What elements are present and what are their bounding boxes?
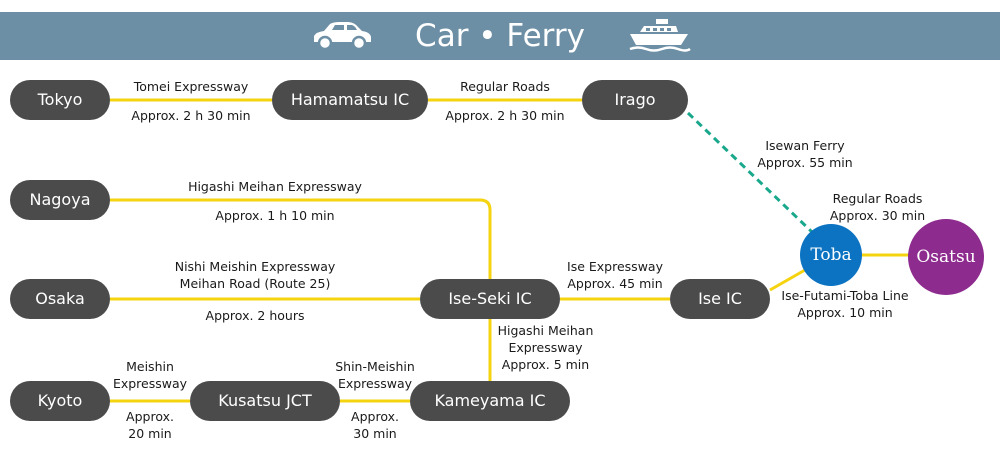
label-kameyama-iseseki: Higashi Meihan Expressway Approx. 5 min (497, 323, 594, 372)
node-osatsu: Osatsu (908, 219, 984, 295)
label-ise-futami-toba: Ise-Futami-Toba Line Approx. 10 min (781, 288, 909, 320)
label-shin-meishin-time: Approx. 30 min (351, 409, 399, 441)
label-ise-expressway: Ise Expressway Approx. 45 min (567, 259, 663, 291)
label-higashi-meihan-time: Approx. 1 h 10 min (215, 208, 335, 223)
ship-icon (629, 19, 691, 52)
label-meishin-time: Approx. 20 min (126, 409, 174, 441)
car-icon (314, 22, 371, 51)
header-banner: Car • Ferry (0, 12, 1000, 60)
label-tomei-road: Tomei Expressway (133, 79, 249, 94)
label-meishin-road: Meishin Expressway (112, 359, 188, 391)
node-hamamatsu-ic: Hamamatsu IC (272, 80, 428, 120)
node-kyoto: Kyoto (10, 381, 110, 421)
label-osaka-road: Nishi Meishin Expressway Meihan Road (Ro… (174, 259, 336, 291)
node-kameyama-ic: Kameyama IC (410, 381, 570, 421)
node-toba: Toba (800, 224, 862, 286)
line-nagoya-iseseki (110, 198, 492, 282)
label-shin-meishin-road: Shin-Meishin Expressway (335, 359, 415, 391)
line-irago-toba-ferry (686, 111, 814, 234)
label-osaka-time: Approx. 2 hours (205, 308, 305, 323)
page-title: Car • Ferry (415, 18, 585, 54)
label-hamamatsu-irago-time: Approx. 2 h 30 min (445, 108, 565, 123)
node-kusatsu-jct: Kusatsu JCT (190, 381, 340, 421)
node-irago: Irago (582, 80, 688, 120)
line-iseic-toba (769, 268, 806, 292)
node-ise-seki-ic: Ise-Seki IC (420, 279, 560, 319)
node-nagoya: Nagoya (10, 180, 110, 220)
node-osaka: Osaka (10, 279, 110, 319)
label-ferry-road: Isewan Ferry (765, 138, 845, 153)
label-tomei-time: Approx. 2 h 30 min (131, 108, 251, 123)
node-tokyo: Tokyo (10, 80, 110, 120)
label-toba-osatsu: Regular Roads Approx. 30 min (829, 191, 926, 223)
label-hamamatsu-irago-road: Regular Roads (460, 79, 550, 94)
node-ise-ic: Ise IC (670, 279, 770, 319)
label-ferry-time: Approx. 55 min (757, 155, 853, 170)
label-higashi-meihan-road: Higashi Meihan Expressway (188, 179, 362, 194)
